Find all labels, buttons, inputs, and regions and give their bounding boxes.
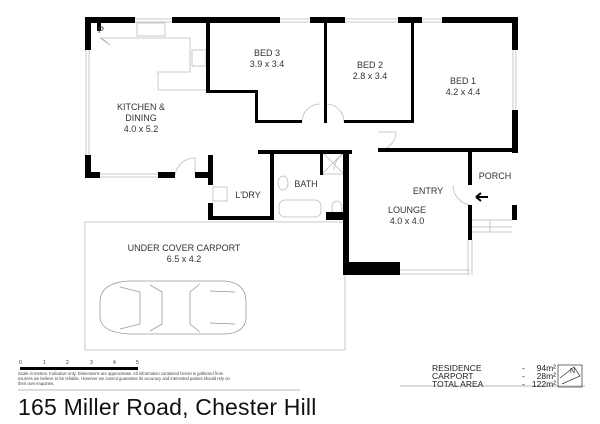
scale-tick: 1 bbox=[43, 360, 46, 366]
compass-north-label: N bbox=[570, 368, 576, 375]
disclaimer: Scale in metres. Indicative only. Dimens… bbox=[18, 371, 230, 386]
scale-tick: 5 bbox=[136, 360, 139, 366]
entry-label: ENTRY bbox=[412, 186, 444, 196]
area-value-total: 122m² bbox=[531, 379, 556, 389]
bed1-label: BED 1 4.2 x 4.4 bbox=[446, 76, 481, 98]
lounge-name: LOUNGE bbox=[387, 205, 427, 215]
kitchen-name-2: DINING bbox=[125, 113, 157, 123]
scale-tick: 3 bbox=[90, 360, 93, 366]
lounge-size: 4.0 x 4.0 bbox=[389, 216, 425, 226]
area-dash: - bbox=[522, 379, 525, 389]
area-label-carport: CARPORT bbox=[432, 371, 474, 381]
car-icon bbox=[99, 280, 247, 335]
compass-icon bbox=[557, 364, 583, 388]
bed2-name: BED 2 bbox=[356, 60, 383, 70]
pantry-label: P bbox=[97, 25, 105, 35]
entry-arrow-icon bbox=[475, 192, 488, 202]
carport-name: UNDER COVER CARPORT bbox=[127, 243, 241, 253]
scale-bar bbox=[20, 367, 138, 370]
bed3-name: BED 3 bbox=[253, 48, 280, 58]
area-value-carport: 28m² bbox=[536, 371, 556, 381]
property-address: 165 Miller Road, Chester Hill bbox=[18, 394, 317, 420]
porch-label: PORCH bbox=[478, 171, 512, 181]
bath-label: BATH bbox=[294, 179, 318, 189]
bed2-label: BED 2 2.8 x 3.4 bbox=[353, 60, 388, 82]
bed3-size: 3.9 x 3.4 bbox=[249, 59, 285, 69]
kitchen-name-1: KITCHEN & bbox=[116, 102, 166, 112]
area-label-residence: RESIDENCE bbox=[432, 363, 482, 373]
bed2-size: 2.8 x 3.4 bbox=[352, 71, 388, 81]
kitchen-label: KITCHEN & DINING 4.0 x 5.2 bbox=[117, 102, 165, 135]
area-value-residence: 94m² bbox=[536, 363, 556, 373]
bed1-size: 4.2 x 4.4 bbox=[445, 87, 481, 97]
carport-size: 6.5 x 4.2 bbox=[166, 254, 202, 264]
kitchen-size: 4.0 x 5.2 bbox=[123, 124, 159, 134]
scale-tick: 2 bbox=[66, 360, 69, 366]
carport-outline bbox=[84, 221, 346, 351]
lounge-label: LOUNGE 4.0 x 4.0 bbox=[388, 205, 426, 227]
bed3-label: BED 3 3.9 x 3.4 bbox=[250, 48, 285, 70]
scale-tick: 4 bbox=[113, 360, 116, 366]
bed1-name: BED 1 bbox=[449, 76, 476, 86]
area-dash: - bbox=[522, 371, 525, 381]
area-dash: - bbox=[522, 363, 525, 373]
laundry-label: L'DRY bbox=[235, 190, 261, 200]
carport-label: UNDER COVER CARPORT 6.5 x 4.2 bbox=[128, 243, 241, 265]
walls bbox=[85, 17, 518, 275]
scale-tick: 0 bbox=[19, 360, 22, 366]
area-label-total: TOTAL AREA bbox=[432, 379, 484, 389]
